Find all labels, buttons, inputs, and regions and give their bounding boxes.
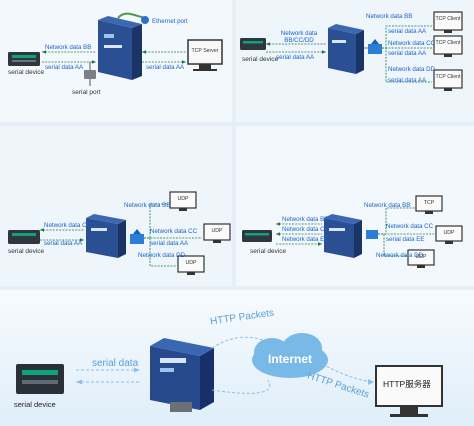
serial-server-device-icon <box>98 16 142 80</box>
network-data-cc-label: Network data CC <box>388 40 436 47</box>
panel-http: serial data HTTP Packets HTTP Packets In… <box>0 290 474 426</box>
internet-cloud-icon <box>252 333 328 378</box>
network-data-bb-cc-dd-value: BB/CC/DD <box>284 37 314 44</box>
network-data-dd-label: Network data DD <box>138 252 186 259</box>
network-data-cc-label: Network data CC <box>44 222 92 229</box>
tcp-client-monitor-1-icon <box>433 11 463 33</box>
tcp-label: TCP <box>423 200 435 206</box>
serial-port-icon <box>84 62 96 86</box>
network-data-bb-label: Network data BB <box>45 44 92 51</box>
panel-tcp-server: Ethernet port Network data BB serial dat… <box>0 0 232 122</box>
panel-tcp-udp-mixed: Network data BB Network data BB Network … <box>236 126 474 286</box>
panel1-graphics <box>8 12 223 86</box>
serial-device-icon <box>16 364 64 394</box>
udp-monitor-1-icon <box>169 191 197 211</box>
serial-device-icon <box>240 38 266 50</box>
serial-data-aa-2-label: serial data AA <box>388 28 427 35</box>
serial-device-label: serial device <box>250 248 287 255</box>
ethernet-port-icon <box>141 16 149 24</box>
network-switch-icon <box>130 229 144 244</box>
network-data-dd-label: Network data DD <box>376 252 424 259</box>
http-server-monitor-icon <box>375 365 443 417</box>
serial-device-label: serial device <box>242 56 279 63</box>
serial-server-device-icon <box>328 24 364 74</box>
serial-device-icon <box>8 230 40 244</box>
panel4-graphics <box>242 195 463 268</box>
network-data-cc-left-label: Network data CC <box>282 226 330 233</box>
udp-3-label: UDP <box>185 260 197 266</box>
serial-server-device-icon <box>324 214 362 258</box>
tcp-client-1-label: TCP Client <box>435 16 461 22</box>
network-data-dd-label: Network data DD <box>388 66 436 73</box>
serial-data-aa-label: serial data AA <box>44 240 83 247</box>
serial-data-aa-right-label: serial data AA <box>146 64 185 71</box>
tcp-monitor-icon <box>415 195 443 214</box>
network-switch-icon <box>368 39 382 54</box>
network-data-bb-left-label: Network data BB <box>282 216 329 223</box>
serial-data-aa-4-label: serial data AA <box>388 77 427 84</box>
network-data-cc-right-label: Network data CC <box>150 228 198 235</box>
serial-data-aa-label: serial data AA <box>276 54 315 61</box>
network-data-bb-label: Network data BB <box>366 13 413 20</box>
serial-server-device-icon <box>86 214 126 258</box>
udp-monitor-1-icon <box>435 225 463 244</box>
serial-device-icon <box>8 52 40 66</box>
udp-monitor-3-icon <box>177 255 205 275</box>
tcp-server-monitor-icon <box>187 39 223 71</box>
http-server-label: HTTP服务器 <box>383 379 431 389</box>
tcp-client-2-label: TCP Client <box>435 40 461 46</box>
udp-1-label: UDP <box>443 230 455 236</box>
serial-data-label: serial data <box>92 358 139 369</box>
udp-2-label: UDP <box>211 228 223 234</box>
ethernet-port-label: Ethernet port <box>152 18 188 25</box>
serial-device-label: serial device <box>14 400 56 409</box>
udp-1-label: UDP <box>177 196 189 202</box>
network-data-bb-label: Network data BB <box>124 202 171 209</box>
serial-device-label: serial device <box>8 248 45 255</box>
internet-label: Internet <box>268 352 313 366</box>
serial-server-device-icon <box>150 338 214 412</box>
network-data-ee-left-label: Network data EE <box>282 236 329 243</box>
panel3-graphics <box>8 191 231 275</box>
serial-data-aa-label: serial data AA <box>45 64 84 71</box>
udp-monitor-2-icon <box>203 223 231 243</box>
serial-data-aa-3-label: serial data AA <box>388 50 427 57</box>
tcp-client-monitor-3-icon <box>433 69 463 91</box>
serial-data-aa-right-label: serial data AA <box>150 240 189 247</box>
tcp-client-3-label: TCP Client <box>435 74 461 80</box>
tcp-server-label: TCP Server <box>191 48 219 54</box>
panel-udp: Network data BB Network data CC serial d… <box>0 126 232 286</box>
serial-data-ee-label: serial data EE <box>386 236 425 243</box>
panel5-graphics <box>16 333 443 417</box>
serial-port-label: serial port <box>72 89 101 96</box>
udp-2-label: UDP <box>415 254 427 260</box>
serial-device-label: serial device <box>8 69 45 76</box>
udp-monitor-2-icon <box>407 249 435 268</box>
network-switch-icon <box>366 230 378 239</box>
network-data-cc-label: Network data CC <box>386 223 434 230</box>
panel2-graphics <box>240 11 463 91</box>
network-data-bb-label: Network data BB <box>364 202 411 209</box>
serial-device-icon <box>242 230 272 242</box>
tcp-client-monitor-2-icon <box>433 35 463 57</box>
